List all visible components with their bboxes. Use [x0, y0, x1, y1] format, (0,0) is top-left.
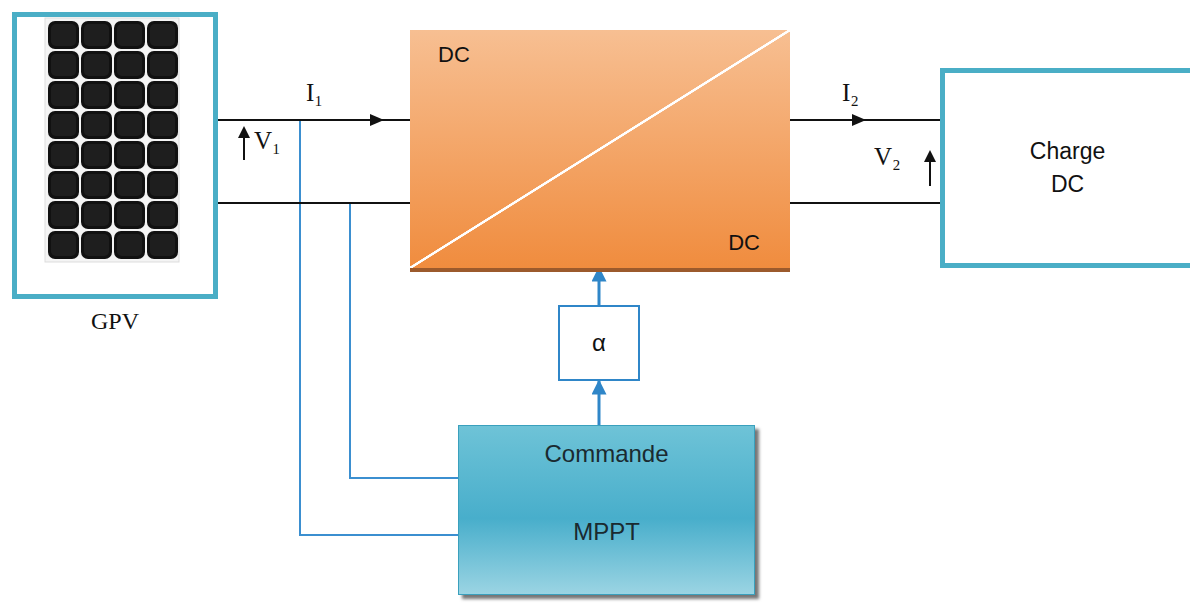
- power-wire: [218, 120, 410, 203]
- control-arrow: [598, 268, 601, 305]
- power-wire: [790, 120, 940, 203]
- signal-label: V₁: [254, 128, 281, 153]
- control-arrow: [598, 381, 601, 425]
- node-text: Charge DC: [1013, 135, 1123, 202]
- node-text: MPPT: [459, 518, 754, 546]
- converter-box: DC DC: [410, 30, 790, 268]
- node-text: Commande: [459, 440, 754, 468]
- node-text: DC: [728, 230, 760, 256]
- node-text: GPV: [17, 308, 213, 335]
- panel-frame: GPV: [12, 12, 218, 299]
- duty-cycle-box: α: [558, 305, 640, 381]
- mppt-box: CommandeMPPT: [458, 425, 755, 595]
- node-text: DC: [438, 42, 470, 68]
- signal-label: I₁: [306, 80, 323, 105]
- signal-label: I₂: [842, 80, 859, 105]
- node-text: α: [592, 329, 606, 357]
- solar-panel: [45, 18, 179, 262]
- signal-label: V₂: [874, 144, 901, 169]
- load-box: Charge DC: [940, 68, 1190, 268]
